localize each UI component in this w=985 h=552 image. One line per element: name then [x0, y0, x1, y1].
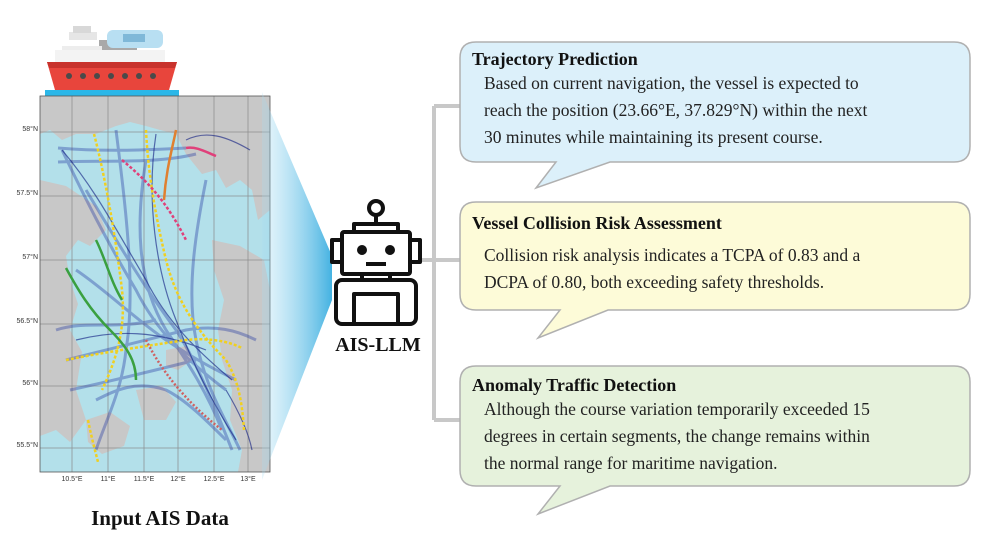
lat-tick-label: 55.5°N [16, 442, 38, 449]
lon-tick-label: 12°E [170, 476, 186, 483]
card-title: Vessel Collision Risk Assessment [472, 213, 722, 233]
lat-tick-label: 57.5°N [16, 190, 38, 197]
card-line: degrees in certain segments, the change … [484, 426, 870, 446]
lat-tick-label: 57°N [22, 254, 38, 261]
card-line: DCPA of 0.80, both exceeding safety thre… [484, 272, 825, 292]
card-line: Based on current navigation, the vessel … [484, 73, 859, 93]
card-anomaly-detection: Anomaly Traffic Detection Although the c… [472, 374, 962, 477]
card-trajectory-prediction: Trajectory Prediction Based on current n… [472, 48, 962, 151]
lat-tick-label: 56°N [22, 380, 38, 387]
lat-tick-label: 58°N [22, 126, 38, 133]
card-line: reach the position (23.66°E, 37.829°N) w… [484, 100, 868, 120]
card-line: Collision risk analysis indicates a TCPA… [484, 245, 861, 265]
ship-icon [45, 26, 179, 96]
card-line: the normal range for maritime navigation… [484, 453, 778, 473]
card-line: 30 minutes while maintaining its present… [484, 127, 823, 147]
card-collision-risk: Vessel Collision Risk Assessment Collisi… [472, 212, 962, 296]
lon-tick-label: 12.5°E [203, 476, 225, 483]
map-caption: Input AIS Data [91, 506, 229, 530]
card-title: Trajectory Prediction [472, 49, 638, 69]
model-label: AIS-LLM [335, 334, 421, 356]
lon-tick-label: 11.5°E [133, 476, 155, 483]
lon-tick-label: 10.5°E [61, 476, 83, 483]
robot-icon [330, 199, 422, 326]
ais-map: 58°N 57.5°N 57°N 56.5°N 56°N 55.5°N 10.5… [17, 90, 276, 500]
lat-tick-label: 56.5°N [16, 318, 38, 325]
card-line: Although the course variation temporaril… [484, 399, 870, 419]
lon-tick-label: 11°E [100, 476, 116, 483]
card-title: Anomaly Traffic Detection [472, 375, 677, 395]
lon-tick-label: 13°E [240, 476, 256, 483]
